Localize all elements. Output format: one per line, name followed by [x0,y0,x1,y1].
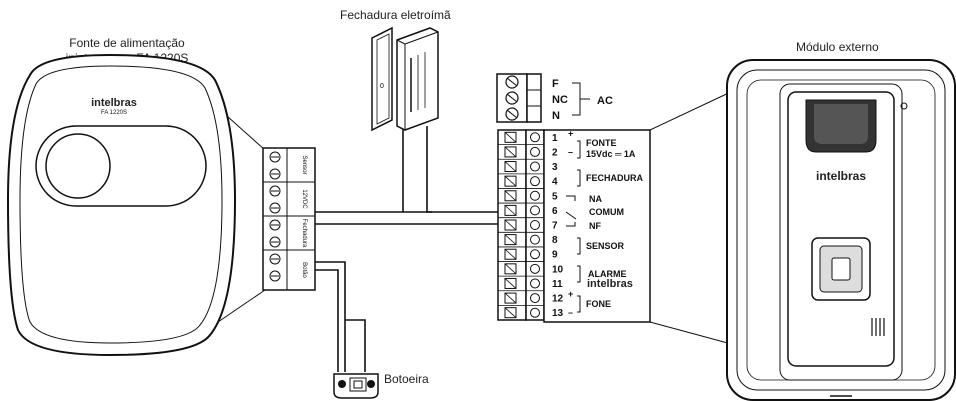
ac-pin-nc: NC [552,94,568,106]
terminal-number: 7 [552,221,558,232]
terminal-number: 9 [552,250,558,261]
magnetic-lock: 0 [371,26,439,132]
fechadura-label: FECHADURA [586,173,643,183]
ac-terminal-block: F NC N AC [496,73,613,123]
external-module: intelbras [726,59,956,401]
wire-button-c [345,319,366,372]
terminal-screw [530,146,540,157]
wire-button-a [315,261,346,372]
sensor-label: SENSOR [586,241,625,251]
wire-button-b [315,269,339,372]
terminal-number: 13 [552,308,564,319]
terminal-polarity: – [568,308,573,318]
ac-label: AC [597,95,613,107]
terminal-screw [530,190,540,201]
psu-brand: intelbras [91,97,137,109]
terminal-number: 3 [552,162,558,173]
button-title: Botoeira [384,372,429,386]
terminal-number: 11 [552,279,563,290]
terminal-polarity: + [568,128,573,138]
terminal-brand: intelbras [587,278,633,290]
terminal-screw [530,278,540,289]
terminal-number: 8 [552,235,558,246]
module-title: Módulo externo [796,40,879,54]
leader-bottom [649,321,736,346]
psu-term-12v: 12VDC [301,189,307,209]
terminal-screw [530,176,540,187]
terminal-number: 5 [552,191,558,202]
wire-lock-right [426,126,432,213]
comum-label: COMUM [589,207,624,217]
fone-label: FONE [586,299,611,309]
terminal-screw [530,263,540,274]
na-label: NA [589,194,602,204]
terminal-screw [530,132,540,143]
psu-terminal-strip: Sensor 12VDC Fechadura Botão [262,147,316,291]
fonte-spec: 15Vdc ═ 1A [586,149,636,159]
leader-top [649,89,736,131]
terminal-screw [530,293,540,304]
terminal-number: 1 [552,133,558,144]
terminal-polarity: + [568,289,573,299]
psu-screws [269,151,281,282]
ac-pin-f: F [552,78,559,90]
terminal-number: 2 [552,147,558,158]
terminal-number: 10 [552,264,564,275]
terminal-screw [530,234,540,245]
psu-device: intelbras FA 1220S [6,53,237,357]
psu-term-botao: Botão [301,262,307,278]
terminal-screw [530,161,540,172]
fonte-label: FONTE [586,138,617,148]
psu-term-fechadura: Fechadura [301,219,307,248]
push-button [333,373,379,399]
ac-pin-n: N [552,110,560,122]
lock-title: Fechadura eletroímã [340,8,451,22]
lock-mark: 0 [380,83,384,90]
terminal-number: 12 [552,294,564,305]
psu-term-sensor: Sensor [301,155,307,174]
psu-model: FA 1220S [101,110,127,116]
terminal-screw [530,307,540,318]
terminal-screw [530,205,540,216]
psu-leader-bottom [217,289,266,323]
module-brand: intelbras [816,169,866,183]
terminal-screw [530,220,540,230]
terminal-number: 6 [552,206,558,217]
terminal-screw [530,249,540,260]
terminal-number: 4 [552,177,558,188]
terminal-polarity: – [568,147,573,157]
alarme-label: ALARME [588,269,627,279]
nf-label: NF [589,221,601,231]
